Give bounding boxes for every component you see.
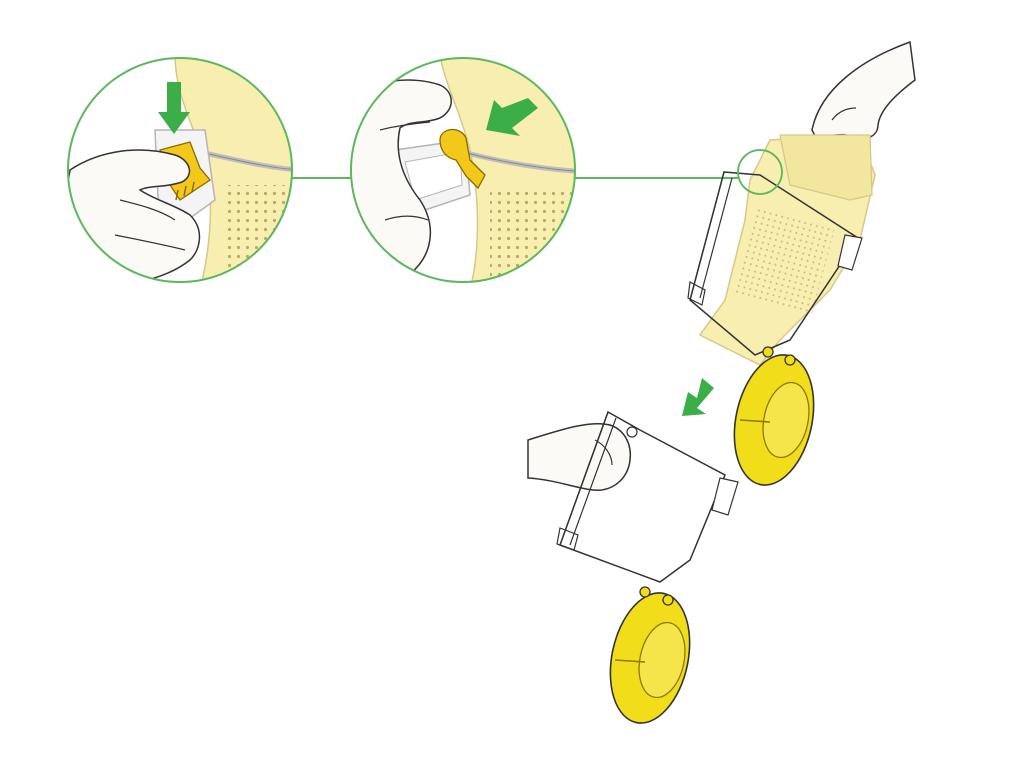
hand-icon [527,422,632,491]
lift-arrow-icon [486,98,538,136]
press-down-arrow-icon [158,82,190,134]
device-with-bin [687,40,916,486]
bin-lid [733,346,815,486]
remove-arrow-icon [682,378,714,416]
hand-icon [811,40,916,140]
callout-lift-catch [350,57,576,283]
callout-press-catch [67,57,293,283]
detached-bin [527,410,739,724]
bin-lid [609,586,691,724]
